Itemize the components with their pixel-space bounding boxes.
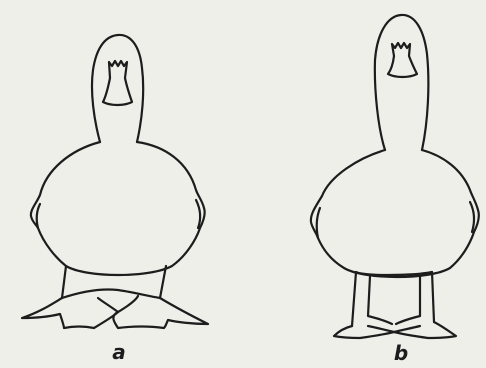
duck-b-foot-left	[334, 326, 394, 338]
duck-b-head-neck	[375, 15, 429, 150]
duck-b-bill	[388, 43, 417, 77]
caption-b: b	[394, 341, 408, 365]
duck-a-bill	[103, 61, 132, 105]
duck-a-foot-right	[113, 296, 208, 328]
caption-a: a	[112, 340, 126, 364]
duck-b-foot-right	[394, 322, 456, 338]
duck-a-wing-left	[37, 204, 40, 228]
duck-b-body	[311, 150, 479, 277]
duck-b-leg-gap	[356, 272, 432, 275]
duck-b-wing-right	[470, 202, 474, 232]
duck-a	[22, 35, 208, 328]
duck-b	[311, 15, 479, 338]
duck-a-wing-right	[196, 200, 200, 228]
duck-b-legs	[352, 272, 434, 326]
duck-a-foot-left	[22, 298, 118, 328]
duck-b-wing-left	[317, 208, 320, 238]
duck-a-head-neck	[92, 35, 143, 142]
duck-a-body	[31, 142, 205, 275]
